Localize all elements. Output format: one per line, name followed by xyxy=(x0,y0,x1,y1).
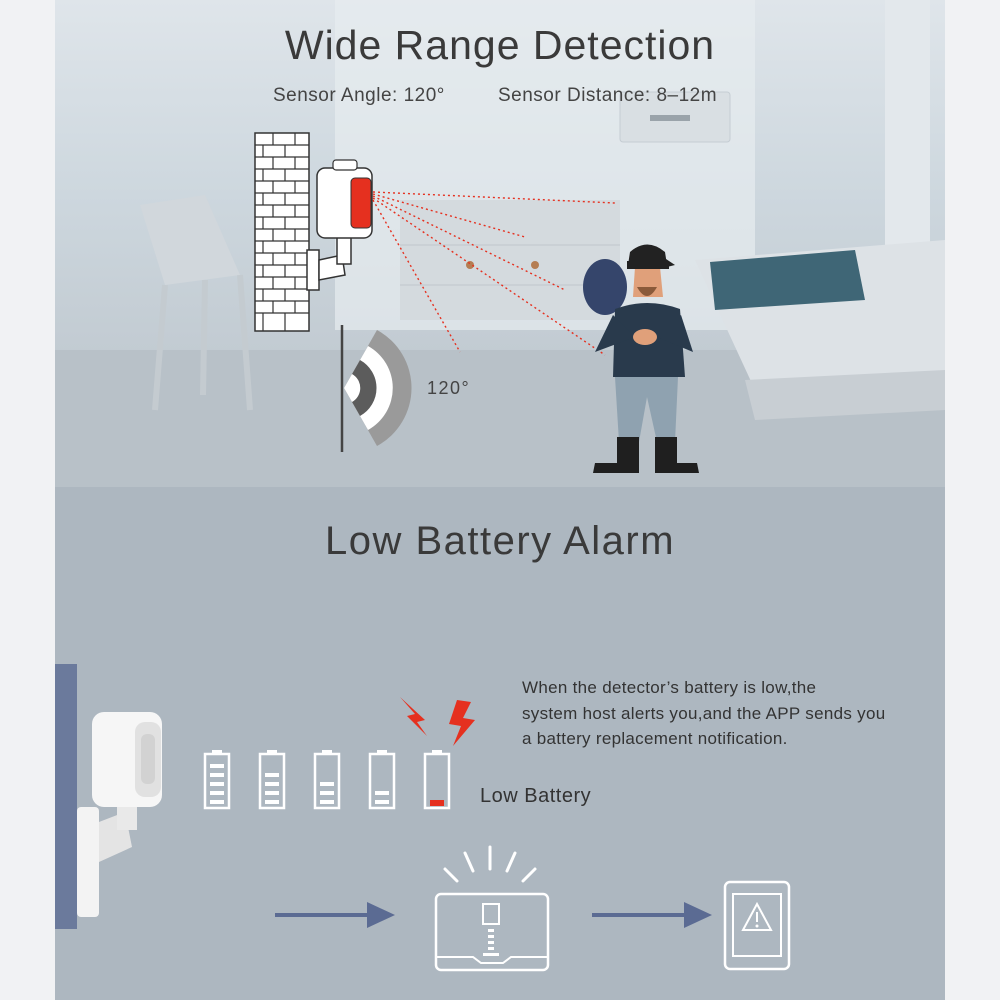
dresser-knob-2 xyxy=(531,261,539,269)
battery-level-bar xyxy=(265,782,279,786)
battery-icon xyxy=(203,750,231,810)
pir-sensor-device xyxy=(77,712,162,917)
hub-icon xyxy=(434,845,550,972)
right-margin xyxy=(945,0,1000,1000)
wide-range-title: Wide Range Detection xyxy=(284,22,716,68)
alert-zigzag-icon xyxy=(400,697,475,746)
wide-range-panel: Wide Range Detection Sensor Angle: 120° … xyxy=(55,0,945,487)
battery-level-bar xyxy=(210,764,224,768)
battery-icon xyxy=(368,750,396,810)
battery-row xyxy=(203,750,451,810)
chair-leg-3 xyxy=(200,279,208,396)
detection-rays xyxy=(372,191,616,356)
bed-base xyxy=(745,370,945,420)
left-margin xyxy=(0,0,55,1000)
sensor-distance-text: Sensor Distance: 8–12m xyxy=(498,85,718,106)
brick-wall-icon xyxy=(254,132,310,332)
room-background xyxy=(55,0,945,487)
intruder-figure-icon xyxy=(583,244,699,473)
description-line: When the detector’s battery is low,the xyxy=(522,678,817,697)
battery-description: When the detector’s battery is low,the s… xyxy=(522,675,945,752)
detection-arc-icon xyxy=(340,325,412,452)
low-battery-label: Low Battery xyxy=(480,785,592,807)
wall-bar xyxy=(55,664,77,929)
battery-level-bar xyxy=(210,800,224,804)
battery-level-bar xyxy=(375,791,389,795)
battery-level-bar xyxy=(210,782,224,786)
battery-level-bar xyxy=(375,800,389,804)
battery-level-bar xyxy=(320,800,334,804)
battery-icon xyxy=(313,750,341,810)
chair-leg xyxy=(152,284,168,411)
chair-leg-2 xyxy=(237,274,253,411)
arrow-right-icon xyxy=(592,902,712,928)
battery-level-bar xyxy=(430,800,444,806)
low-battery-panel: Low Battery Alarm When the detector’s ba… xyxy=(55,487,945,1000)
dresser xyxy=(400,200,620,320)
battery-level-bar xyxy=(265,773,279,777)
angle-label: 120° xyxy=(427,378,471,398)
ac-vent xyxy=(650,115,690,121)
chair-seat xyxy=(140,195,240,285)
battery-level-bar xyxy=(320,782,334,786)
motion-sensor-icon xyxy=(306,159,373,291)
battery-level-bar xyxy=(265,800,279,804)
low-battery-title: Low Battery Alarm xyxy=(324,519,676,563)
phone-alert-icon xyxy=(723,880,791,971)
description-line: a battery replacement notification. xyxy=(522,729,788,748)
battery-level-bar xyxy=(210,791,224,795)
battery-level-bar xyxy=(210,773,224,777)
battery-level-bar xyxy=(265,791,279,795)
description-line: system host alerts you,and the APP sends… xyxy=(522,703,886,723)
battery-icon xyxy=(258,750,286,810)
arrow-right-icon xyxy=(275,902,395,928)
battery-level-bar xyxy=(320,791,334,795)
sensor-angle-text: Sensor Angle: 120° xyxy=(273,85,445,106)
battery-icon xyxy=(423,750,451,810)
bed-blanket xyxy=(710,250,865,310)
